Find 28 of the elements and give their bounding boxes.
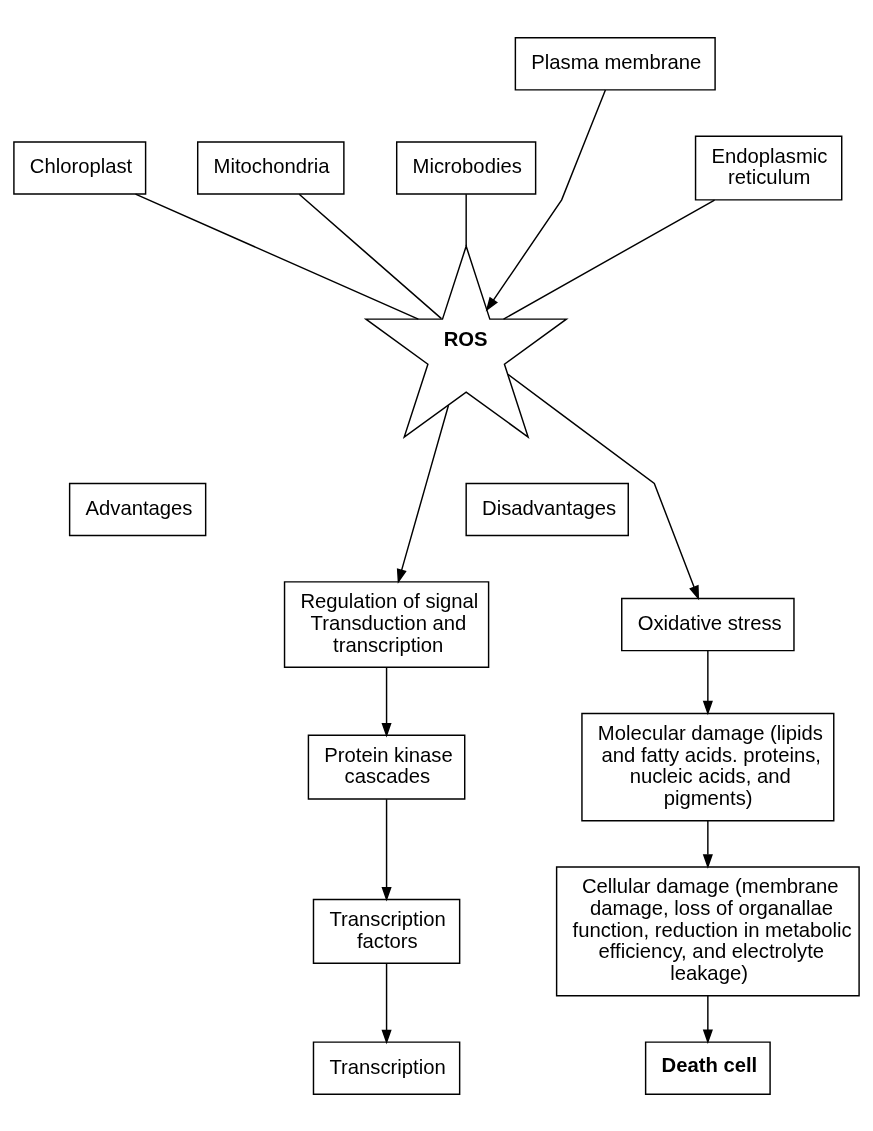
node-box: Mitochondria: [197, 140, 345, 195]
node-box: Advantages: [68, 482, 207, 536]
connector: [465, 193, 467, 247]
node-box: Microbodies: [395, 140, 537, 195]
node-box: Disadvantages: [465, 482, 629, 536]
arrow: [702, 649, 713, 715]
node-box: Plasma membrane: [514, 36, 716, 91]
node-box: Oxidative stress: [621, 597, 795, 651]
arrow: [485, 88, 607, 312]
arrow: [381, 962, 392, 1044]
arrow: [381, 798, 392, 902]
arrow: [702, 819, 713, 869]
connector: [298, 193, 443, 319]
node-box: Protein kinase cascades: [307, 734, 466, 800]
node-box: Endoplasmic reticulum: [694, 134, 843, 201]
node-box: Chloroplast: [13, 140, 147, 195]
node-box: Molecular damage (lipids and fatty acids. proteins, nucleic acids, and pigments): [581, 712, 835, 821]
arrow: [702, 994, 713, 1044]
node-box: Transcription: [312, 1040, 461, 1095]
connector: [502, 198, 716, 320]
node-box: Death cell: [644, 1040, 771, 1095]
node-box: Transcription factors: [312, 898, 461, 964]
arrow: [507, 373, 700, 600]
arrow: [381, 666, 392, 737]
arrow: [396, 404, 450, 584]
connector: [134, 192, 420, 320]
node-box: Cellular damage (membrane damage, loss of organallae function, reduction in metabolic efficiency, and electrolyte leakage): [555, 865, 860, 997]
node-box: Regulation of signal Transduction and transcription: [283, 580, 490, 668]
